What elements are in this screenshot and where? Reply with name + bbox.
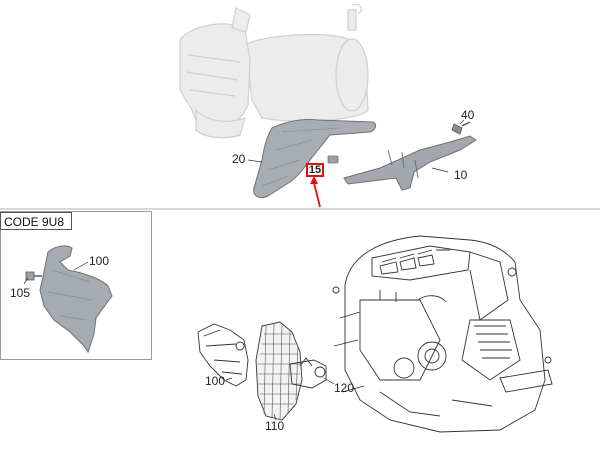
bracket-10 [343,135,477,191]
ghost-exhaust-assembly [179,3,369,139]
intake-pipe-100 [197,323,249,387]
red-arrow [310,176,321,208]
callout-20[interactable]: 20 [232,152,246,166]
callout-40[interactable]: 40 [461,108,475,122]
callout-100-main[interactable]: 100 [205,374,226,388]
fitting-120 [289,357,327,389]
bolt-40 [451,121,471,135]
inset-shield-100 [25,245,113,354]
callout-105[interactable]: 105 [10,286,31,300]
leader-lines [23,119,465,421]
callout-120[interactable]: 120 [334,381,355,395]
callout-100-inset[interactable]: 100 [89,254,110,268]
mesh-shield-110 [255,321,303,421]
callout-10[interactable]: 10 [454,168,468,182]
variant-code-label: CODE 9U8 [0,212,72,230]
callout-110[interactable]: 110 [265,419,285,433]
clip-15 [327,155,339,164]
heat-shield-20 [253,119,377,199]
variant-inset-frame [0,211,152,360]
callout-15-highlighted[interactable]: 15 [306,163,324,177]
engine-line-art [332,235,553,433]
